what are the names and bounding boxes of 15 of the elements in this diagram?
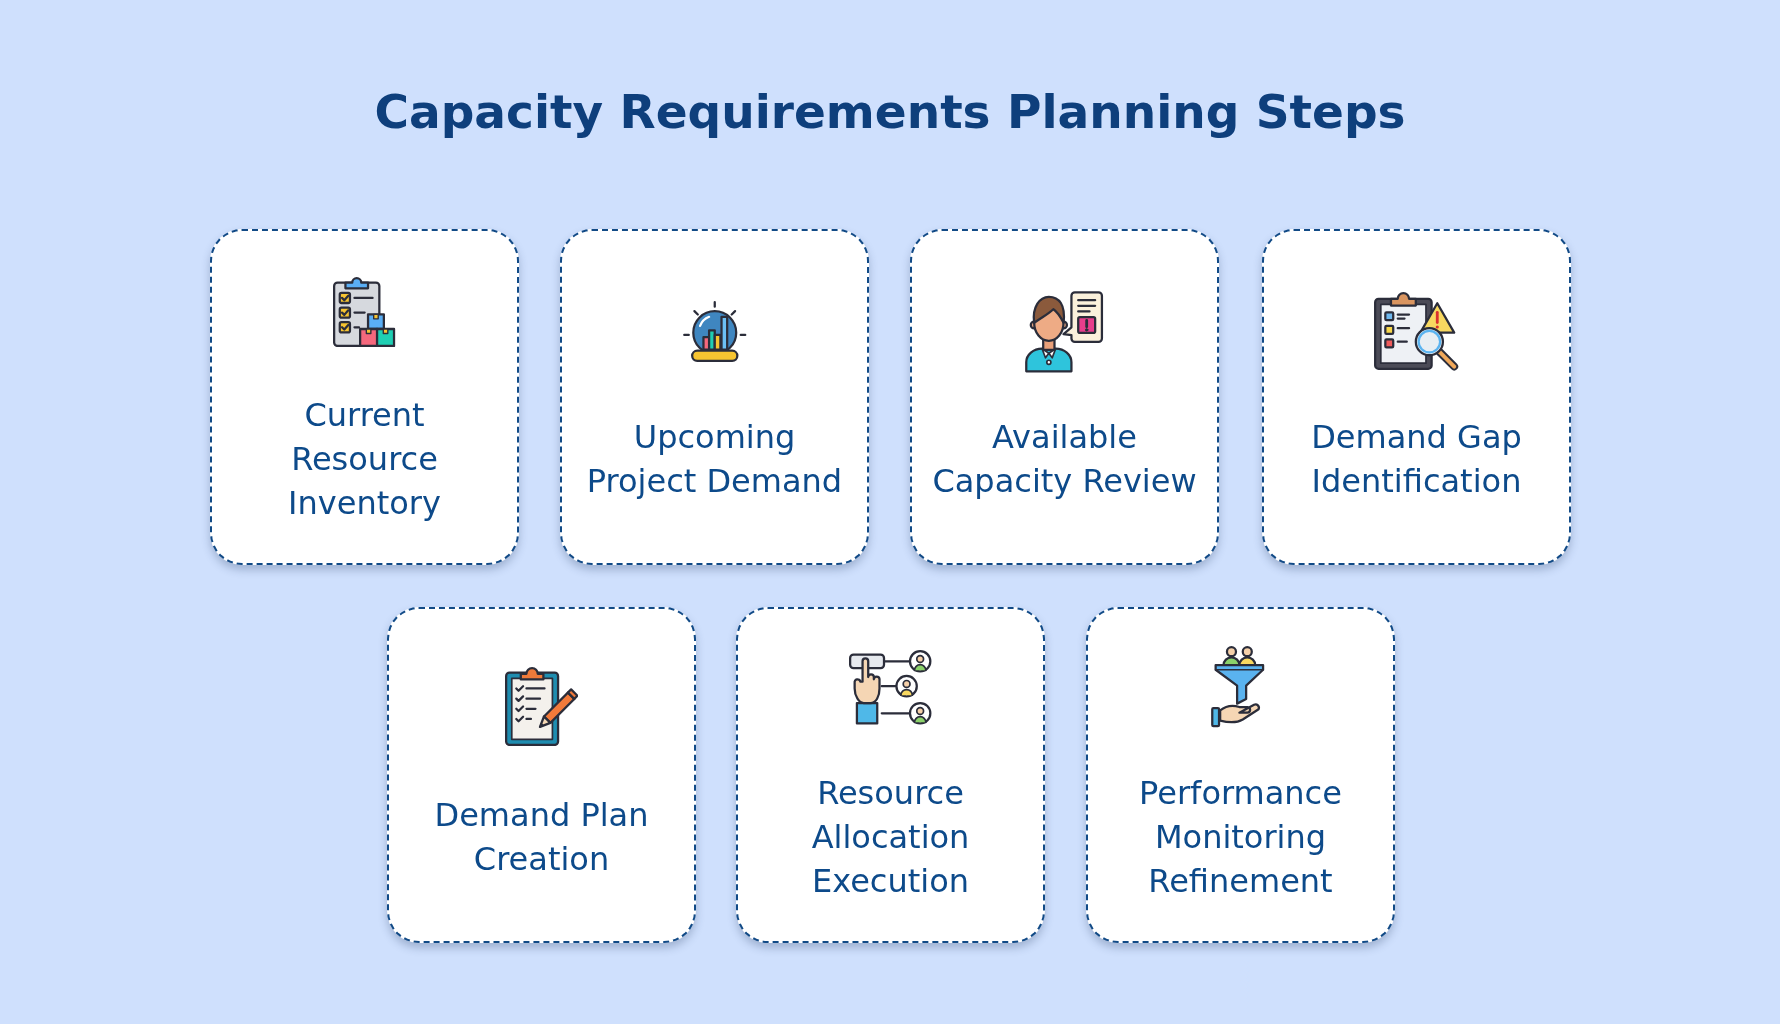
step-title: Demand Gap Identification bbox=[1310, 417, 1523, 502]
step-title: Upcoming Project Demand bbox=[585, 417, 844, 502]
step-card bbox=[210, 229, 519, 565]
step-card bbox=[560, 229, 869, 565]
step-title: Current Resource Inventory bbox=[287, 395, 442, 524]
step-title: Demand Plan Creation bbox=[433, 795, 650, 880]
step-card bbox=[387, 607, 696, 943]
step-card bbox=[1086, 607, 1395, 943]
step-card bbox=[1262, 229, 1571, 565]
step-title: Performance Monitoring Refinement bbox=[1138, 773, 1343, 902]
step-title: Resource Allocation Execution bbox=[810, 773, 971, 902]
page-title: Capacity Requirements Planning Steps bbox=[374, 83, 1406, 141]
step-title: Available Capacity Review bbox=[931, 417, 1198, 502]
step-card bbox=[736, 607, 1045, 943]
step-card bbox=[910, 229, 1219, 565]
